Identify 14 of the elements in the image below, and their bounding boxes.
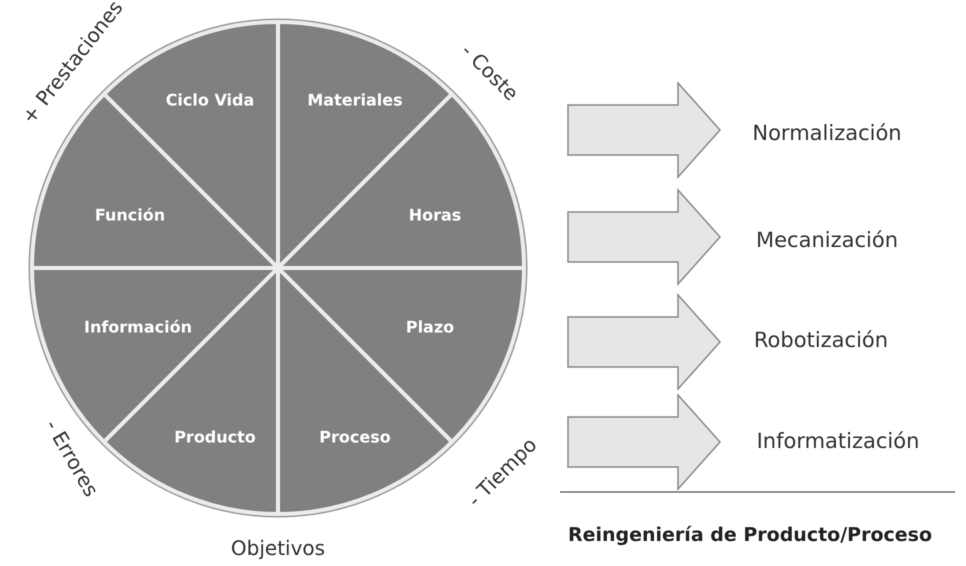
objective-label: Objetivos [230,536,326,560]
section-title: Reingeniería de Producto/Proceso [568,524,932,546]
arrow-label: Normalización [752,121,902,145]
arrow-label: Informatización [756,429,920,453]
segment-label: Ciclo Vida [166,90,254,110]
segment-label: Producto [174,428,256,446]
segment-label: Horas [408,205,462,224]
segment-label: Información [84,318,192,336]
segment-label: Materiales [307,90,403,110]
segment-label: Función [94,205,166,224]
arrow-label: Robotización [754,328,888,352]
arrow-label: Mecanización [756,228,898,252]
segment-label: Plazo [406,318,454,336]
segment-label: Proceso [319,428,391,446]
